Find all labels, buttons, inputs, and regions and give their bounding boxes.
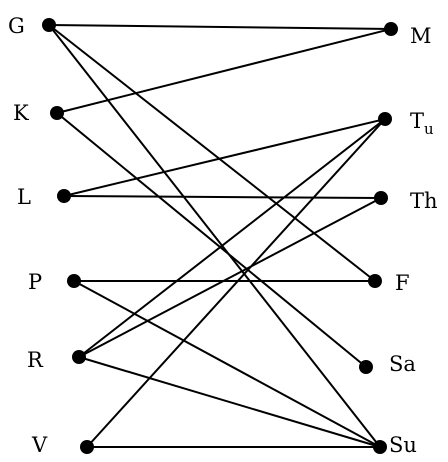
edge-P-Su (73, 280, 381, 448)
edge-V-Tu (86, 118, 386, 448)
node-label-Tu-main: T (410, 109, 424, 133)
edge-L-Th (63, 195, 382, 199)
node-label-V: V (31, 433, 48, 457)
node-label-Sa: Sa (389, 352, 416, 376)
edge-G-M (48, 24, 392, 30)
node-G (42, 18, 56, 32)
node-Su (373, 440, 387, 454)
node-label-Su: Su (389, 433, 417, 457)
node-label-F: F (395, 271, 410, 295)
node-R (72, 350, 86, 364)
node-V (80, 440, 94, 454)
node-label-G: G (8, 14, 25, 38)
edge-R-Th (78, 197, 382, 358)
node-label-P: P (28, 270, 42, 294)
edge-G-F (48, 24, 376, 282)
edges-layer (48, 24, 392, 448)
node-label-Tu: Tu (410, 109, 434, 138)
edge-R-Su (78, 356, 381, 448)
node-M (384, 22, 398, 36)
node-K (50, 106, 64, 120)
edge-K-M (56, 28, 392, 114)
node-label-K: K (13, 101, 29, 125)
node-Tu (378, 112, 392, 126)
node-Th (374, 191, 388, 205)
node-label-L: L (17, 185, 31, 209)
edge-G-Su (48, 24, 381, 448)
node-label-M: M (410, 24, 432, 48)
node-L (57, 189, 71, 203)
node-label-Tu-sub: u (424, 120, 434, 138)
node-Sa (359, 360, 373, 374)
nodes-layer (42, 18, 398, 454)
node-P (67, 274, 81, 288)
edge-K-Sa (56, 112, 367, 368)
edge-L-Tu (63, 118, 386, 197)
node-label-Th: Th (410, 189, 438, 213)
node-F (368, 274, 382, 288)
edge-R-Tu (78, 118, 386, 358)
node-label-R: R (27, 348, 44, 372)
